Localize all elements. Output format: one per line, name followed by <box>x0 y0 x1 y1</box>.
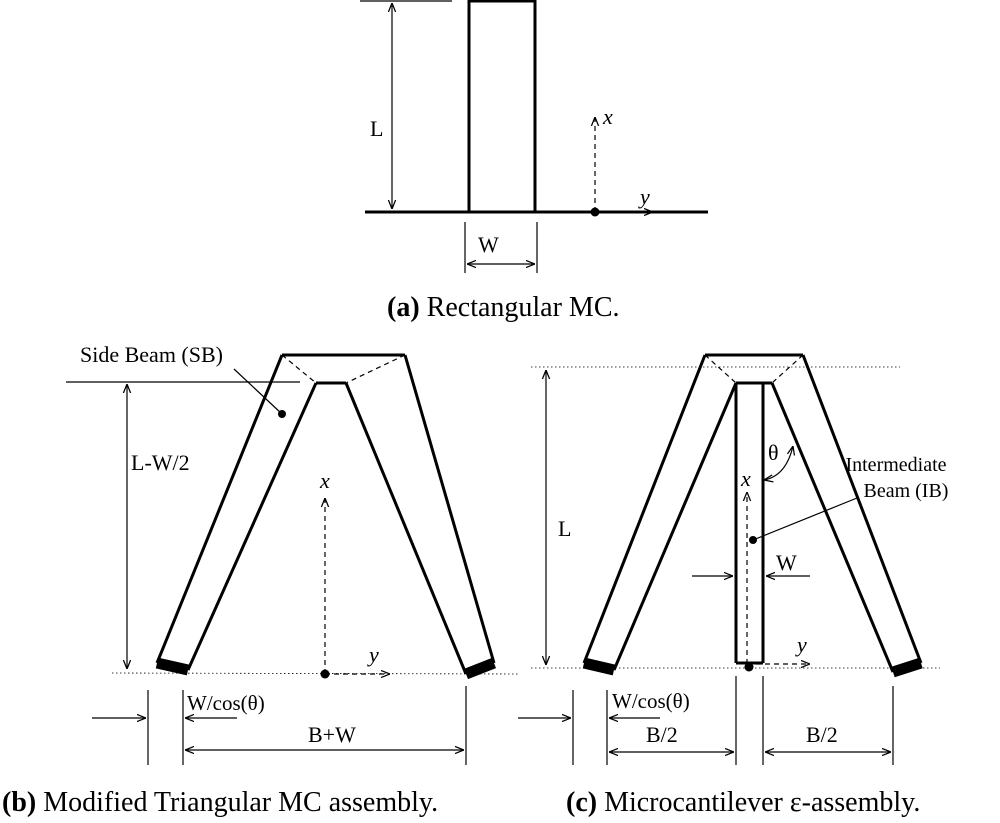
right-beam-inner-edge <box>770 382 895 673</box>
y-axis-label: y <box>795 632 807 657</box>
left-beam-clamp <box>582 657 616 676</box>
x-axis-label: x <box>319 468 330 493</box>
origin-dot <box>590 207 600 217</box>
b2-left-label: B/2 <box>646 722 678 747</box>
rectangular-beam <box>467 0 537 214</box>
tip-dashed-left <box>281 354 317 384</box>
caption-b: (b) Modified Triangular MC assembly. <box>2 787 438 818</box>
left-beam-inner-edge <box>186 382 318 671</box>
tip-dashed-right <box>345 354 406 384</box>
y-axis-label: y <box>638 184 650 209</box>
wcos-label: W/cos(θ) <box>612 689 690 713</box>
origin-dot <box>744 662 754 672</box>
left-beam-outer-edge <box>155 354 284 664</box>
right-beam-inner-edge <box>344 382 468 675</box>
tip-dashed-left <box>704 354 737 384</box>
panel-b-triangular: Side Beam (SB) L-W/2 x y W/cos(θ) B+W (b… <box>2 342 521 818</box>
width-label: W <box>478 232 499 257</box>
height-label: L-W/2 <box>131 450 190 475</box>
panel-c-epsilon: L θ Intermediate Beam (IB) x y W W/cos(θ… <box>518 353 949 818</box>
side-beam-dot <box>278 410 286 418</box>
right-beam-outer-edge <box>403 354 496 664</box>
right-beam-outer-edge <box>801 354 923 664</box>
bw-label: B+W <box>308 722 356 747</box>
tip-dashed-right <box>771 354 804 384</box>
panel-a-rectangular: L W x y (a) Rectangular MC. <box>360 0 708 323</box>
theta-arc <box>764 446 793 480</box>
x-axis-label: x <box>740 466 751 491</box>
left-beam-clamp <box>155 657 190 676</box>
side-beam-leader <box>233 368 283 415</box>
left-beam-outer-edge <box>582 354 707 664</box>
ib-label-line2: Beam (IB) <box>864 480 949 502</box>
y-axis-label: y <box>367 642 379 667</box>
right-beam-clamp <box>463 657 497 680</box>
x-axis-label: x <box>602 104 613 129</box>
side-beam-label: Side Beam (SB) <box>80 342 223 367</box>
w-label: W <box>776 550 797 575</box>
caption-c: (c) Microcantilever ε-assembly. <box>566 787 920 818</box>
ib-label-line1: Intermediate <box>845 454 946 476</box>
left-beam-inner-edge <box>612 382 738 671</box>
ib-dot <box>749 536 757 544</box>
length-label: L <box>558 516 571 541</box>
caption-a: (a) Rectangular MC. <box>387 292 620 323</box>
base-dotted-line <box>111 672 521 675</box>
b2-right-label: B/2 <box>806 722 838 747</box>
length-label: L <box>370 116 383 141</box>
wcos-label: W/cos(θ) <box>187 691 265 715</box>
origin-dot <box>320 669 330 679</box>
theta-label: θ <box>768 440 779 465</box>
right-beam-clamp <box>891 657 923 678</box>
ib-leader <box>752 497 858 541</box>
